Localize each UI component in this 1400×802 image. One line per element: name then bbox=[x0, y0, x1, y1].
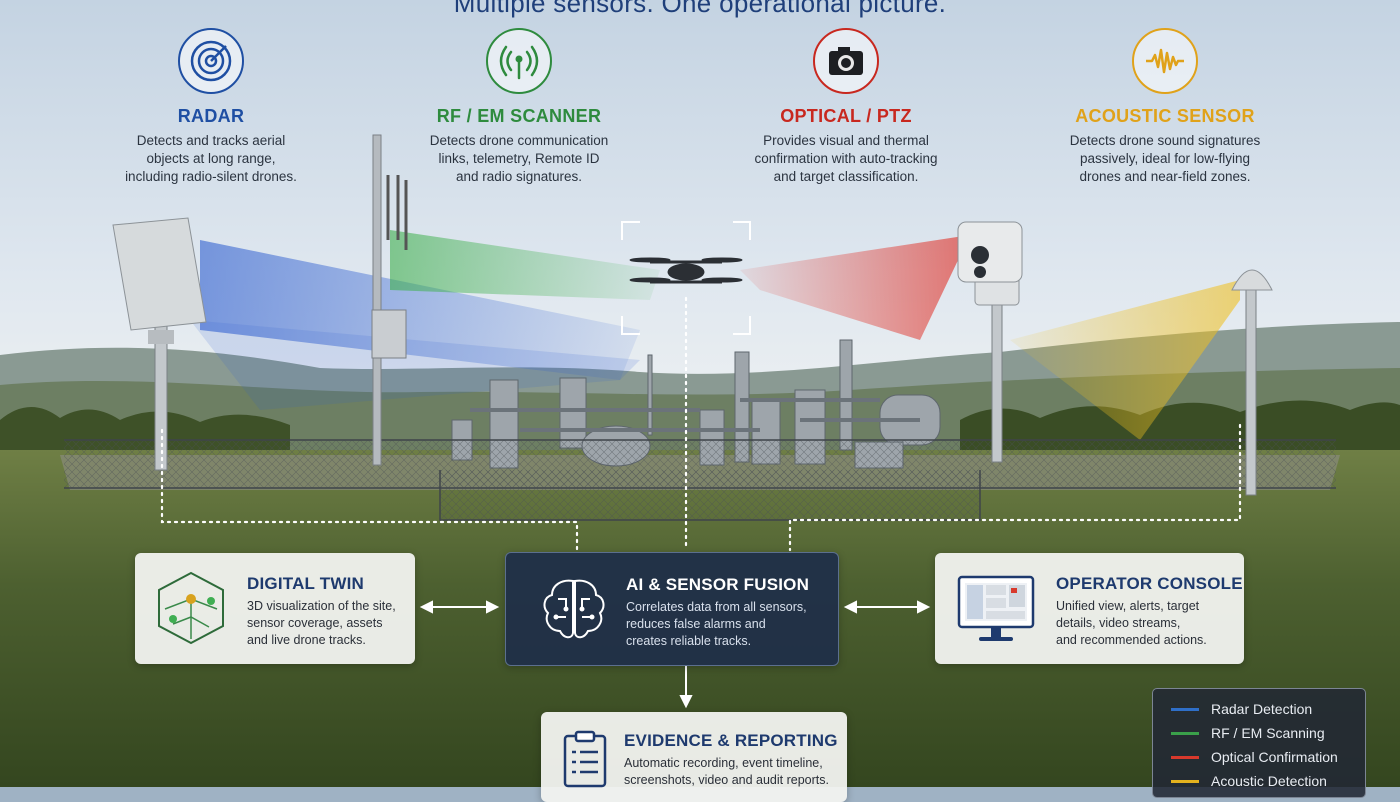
sensor-optical-ptz: OPTICAL / PTZ Provides visual and therma… bbox=[726, 28, 966, 186]
clipboard-icon bbox=[563, 730, 607, 793]
card-description: Correlates data from all sensors, reduce… bbox=[626, 599, 807, 650]
sensor-name: ACOUSTIC SENSOR bbox=[1075, 106, 1255, 126]
radar-icon bbox=[178, 28, 244, 94]
monitor-icon bbox=[957, 575, 1035, 650]
desc-line: including radio-silent drones. bbox=[125, 169, 297, 184]
sensor-acoustic: ACOUSTIC SENSOR Detects drone sound sign… bbox=[1045, 28, 1285, 186]
rf-antenna-icon bbox=[486, 28, 552, 94]
sensor-name: RF / EM SCANNER bbox=[436, 106, 602, 126]
page-title: Multiple sensors. One operational pictur… bbox=[453, 0, 947, 18]
desc-line: drones and near-field zones. bbox=[1079, 169, 1251, 184]
legend-swatch bbox=[1171, 731, 1199, 735]
sensor-radar: RADAR Detects and tracks aerial objects … bbox=[91, 28, 331, 186]
legend-label: Radar Detection bbox=[1211, 701, 1313, 717]
desc-line: Provides visual and thermal bbox=[763, 133, 929, 148]
sensor-description: Provides visual and thermal confirmation… bbox=[726, 132, 966, 186]
desc-line: and target classification. bbox=[773, 169, 919, 184]
digital-twin-card: DIGITAL TWIN 3D visualization of the sit… bbox=[135, 553, 415, 664]
sensor-name: OPTICAL / PTZ bbox=[780, 106, 912, 126]
legend-item-optical: Optical Confirmation bbox=[1171, 747, 1338, 767]
desc-line: Detects drone communication bbox=[429, 133, 609, 148]
desc-line: creates reliable tracks. bbox=[626, 634, 752, 648]
desc-line: objects at long range, bbox=[146, 151, 276, 166]
sensor-name: RADAR bbox=[177, 106, 245, 126]
legend-swatch bbox=[1171, 707, 1199, 711]
digital-twin-cube-icon bbox=[155, 569, 227, 652]
camera-icon bbox=[813, 28, 879, 94]
evidence-reporting-card: EVIDENCE & REPORTING Automatic recording… bbox=[541, 712, 847, 802]
operator-console-card: OPERATOR CONSOLE Unified view, alerts, t… bbox=[935, 553, 1244, 664]
desc-line: reduces false alarms and bbox=[626, 617, 766, 631]
desc-line: sensor coverage, assets bbox=[247, 616, 383, 630]
card-title: EVIDENCE & REPORTING bbox=[624, 731, 838, 750]
card-title: OPERATOR CONSOLE bbox=[1056, 574, 1243, 593]
drone bbox=[629, 257, 743, 284]
desc-line: Automatic recording, event timeline, bbox=[624, 756, 823, 770]
sound-wave-icon bbox=[1132, 28, 1198, 94]
desc-line: and radio signatures. bbox=[455, 169, 583, 184]
legend-item-rf: RF / EM Scanning bbox=[1171, 723, 1325, 743]
legend-swatch bbox=[1171, 755, 1199, 759]
desc-line: 3D visualization of the site, bbox=[247, 599, 396, 613]
legend-label: Optical Confirmation bbox=[1211, 749, 1338, 765]
legend-swatch bbox=[1171, 779, 1199, 783]
sensor-rf-scanner: RF / EM SCANNER Detects drone communicat… bbox=[399, 28, 639, 186]
sensor-description: Detects drone communication links, telem… bbox=[399, 132, 639, 186]
legend-item-radar: Radar Detection bbox=[1171, 699, 1312, 719]
legend: Radar Detection RF / EM Scanning Optical… bbox=[1152, 688, 1366, 798]
desc-line: passively, ideal for low-flying bbox=[1079, 151, 1251, 166]
card-description: Automatic recording, event timeline, scr… bbox=[624, 755, 829, 789]
desc-line: links, telemetry, Remote ID bbox=[438, 151, 600, 166]
desc-line: Unified view, alerts, target bbox=[1056, 599, 1200, 613]
desc-line: details, video streams, bbox=[1056, 616, 1181, 630]
sensor-description: Detects and tracks aerial objects at lon… bbox=[91, 132, 331, 186]
desc-line: Detects drone sound signatures bbox=[1069, 133, 1261, 148]
legend-label: RF / EM Scanning bbox=[1211, 725, 1325, 741]
card-title: DIGITAL TWIN bbox=[247, 574, 364, 593]
desc-line: and live drone tracks. bbox=[247, 633, 366, 647]
card-description: 3D visualization of the site, sensor cov… bbox=[247, 598, 396, 649]
desc-line: Correlates data from all sensors, bbox=[626, 600, 807, 614]
desc-line: Detects and tracks aerial bbox=[136, 133, 286, 148]
desc-line: confirmation with auto-tracking bbox=[754, 151, 938, 166]
legend-item-acoustic: Acoustic Detection bbox=[1171, 771, 1327, 791]
desc-line: and recommended actions. bbox=[1056, 633, 1207, 647]
card-description: Unified view, alerts, target details, vi… bbox=[1056, 598, 1207, 649]
card-title: AI & SENSOR FUSION bbox=[626, 575, 810, 594]
desc-line: screenshots, video and audit reports. bbox=[624, 773, 829, 787]
ai-brain-icon bbox=[538, 573, 610, 650]
ai-sensor-fusion-card: AI & SENSOR FUSION Correlates data from … bbox=[505, 552, 839, 666]
sensor-description: Detects drone sound signatures passively… bbox=[1045, 132, 1285, 186]
legend-label: Acoustic Detection bbox=[1211, 773, 1327, 789]
